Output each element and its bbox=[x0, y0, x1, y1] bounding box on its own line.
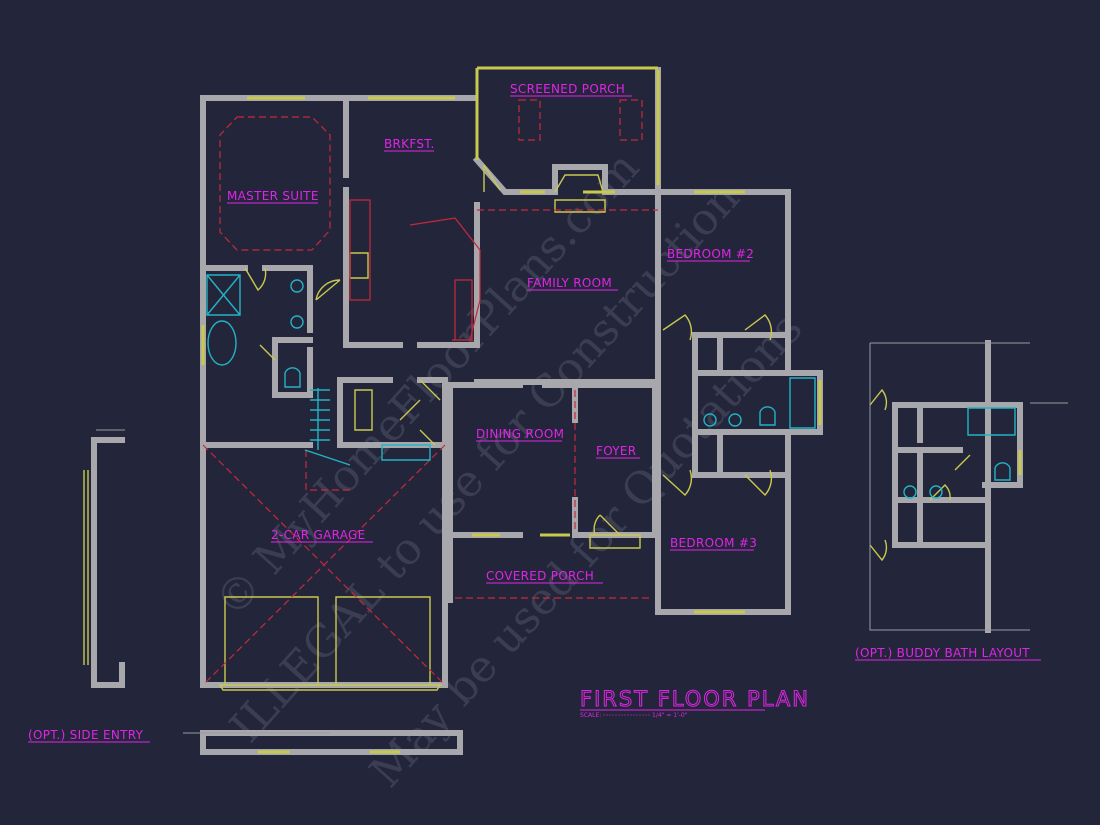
label-covered-porch: COVERED PORCH bbox=[486, 569, 594, 583]
doors bbox=[83, 164, 971, 691]
fixtures bbox=[206, 274, 1016, 499]
windows bbox=[201, 66, 1022, 754]
label-side-entry: (OPT.) SIDE ENTRY bbox=[28, 728, 144, 742]
detail-outlines bbox=[96, 342, 1068, 734]
label-master-suite: MASTER SUITE bbox=[227, 189, 319, 203]
scale-label: SCALE: bbox=[580, 712, 601, 719]
label-brkfst: BRKFST. bbox=[384, 137, 435, 151]
label-family-room: FAMILY ROOM bbox=[527, 276, 612, 290]
room-labels: SCREENED PORCH BRKFST. MASTER SUITE FAMI… bbox=[28, 82, 1041, 743]
label-screened-porch: SCREENED PORCH bbox=[510, 82, 625, 96]
walls bbox=[91, 67, 1023, 755]
title-block: FIRST FLOOR PLAN SCALE: 1/4" = 1'-0" bbox=[580, 687, 810, 720]
plan-title: FIRST FLOOR PLAN bbox=[580, 687, 810, 711]
label-dining-room: DINING ROOM bbox=[476, 427, 564, 441]
label-bedroom-3: BEDROOM #3 bbox=[670, 536, 757, 550]
scale-value: 1/4" = 1'-0" bbox=[652, 712, 688, 719]
label-foyer: FOYER bbox=[596, 444, 636, 458]
label-garage: 2-CAR GARAGE bbox=[271, 528, 366, 542]
overhead-dashed-lines bbox=[202, 99, 658, 686]
label-bedroom-2: BEDROOM #2 bbox=[667, 247, 754, 261]
label-buddy-bath: (OPT.) BUDDY BATH LAYOUT bbox=[855, 646, 1030, 660]
